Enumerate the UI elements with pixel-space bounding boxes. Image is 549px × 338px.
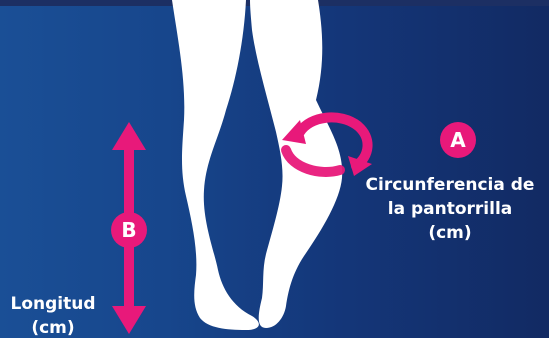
length-label: Longitud (cm) <box>0 292 106 338</box>
label-b-line-1: Longitud <box>0 292 106 316</box>
badge-a: A <box>440 122 476 158</box>
label-a-line-3: (cm) <box>350 221 549 245</box>
left-leg <box>172 0 259 330</box>
calf-circumference-label: Circunferencia de la pantorrilla (cm) <box>350 173 549 245</box>
badge-b: B <box>111 212 147 248</box>
label-a-line-2: la pantorrilla <box>350 197 549 221</box>
label-a-line-1: Circunferencia de <box>350 173 549 197</box>
label-b-line-2: (cm) <box>0 316 106 338</box>
